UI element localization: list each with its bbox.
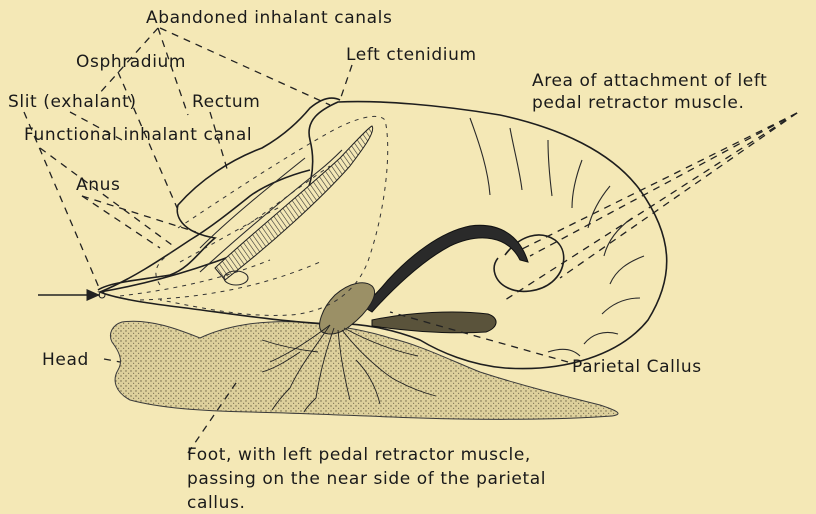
label-parietal-callus: Parietal Callus	[572, 357, 702, 377]
parietal-callus	[372, 312, 496, 333]
label-abandoned-inhalant-canals: Abandoned inhalant canals	[146, 8, 392, 28]
label-attachment-line1: Area of attachment of left	[532, 71, 767, 91]
left-ctenidium-gill	[215, 126, 373, 280]
label-functional-inhalant-canal: Functional inhalant canal	[24, 125, 252, 145]
label-attachment-line2: pedal retractor muscle.	[532, 93, 744, 113]
columella-muscle	[362, 225, 528, 312]
label-foot-line1: Foot, with left pedal retractor muscle,	[187, 445, 531, 465]
label-rectum: Rectum	[192, 92, 260, 112]
label-foot-line2: passing on the near side of the parietal	[187, 469, 546, 489]
label-anus: Anus	[76, 175, 120, 195]
label-head: Head	[42, 350, 89, 370]
label-osphradium: Osphradium	[76, 52, 186, 72]
label-left-ctenidium: Left ctenidium	[346, 45, 477, 65]
label-foot-line3: callus.	[187, 493, 245, 513]
labels: Abandoned inhalant canals Osphradium Lef…	[8, 8, 767, 513]
label-slit-exhalant: Slit (exhalant)	[8, 92, 137, 112]
